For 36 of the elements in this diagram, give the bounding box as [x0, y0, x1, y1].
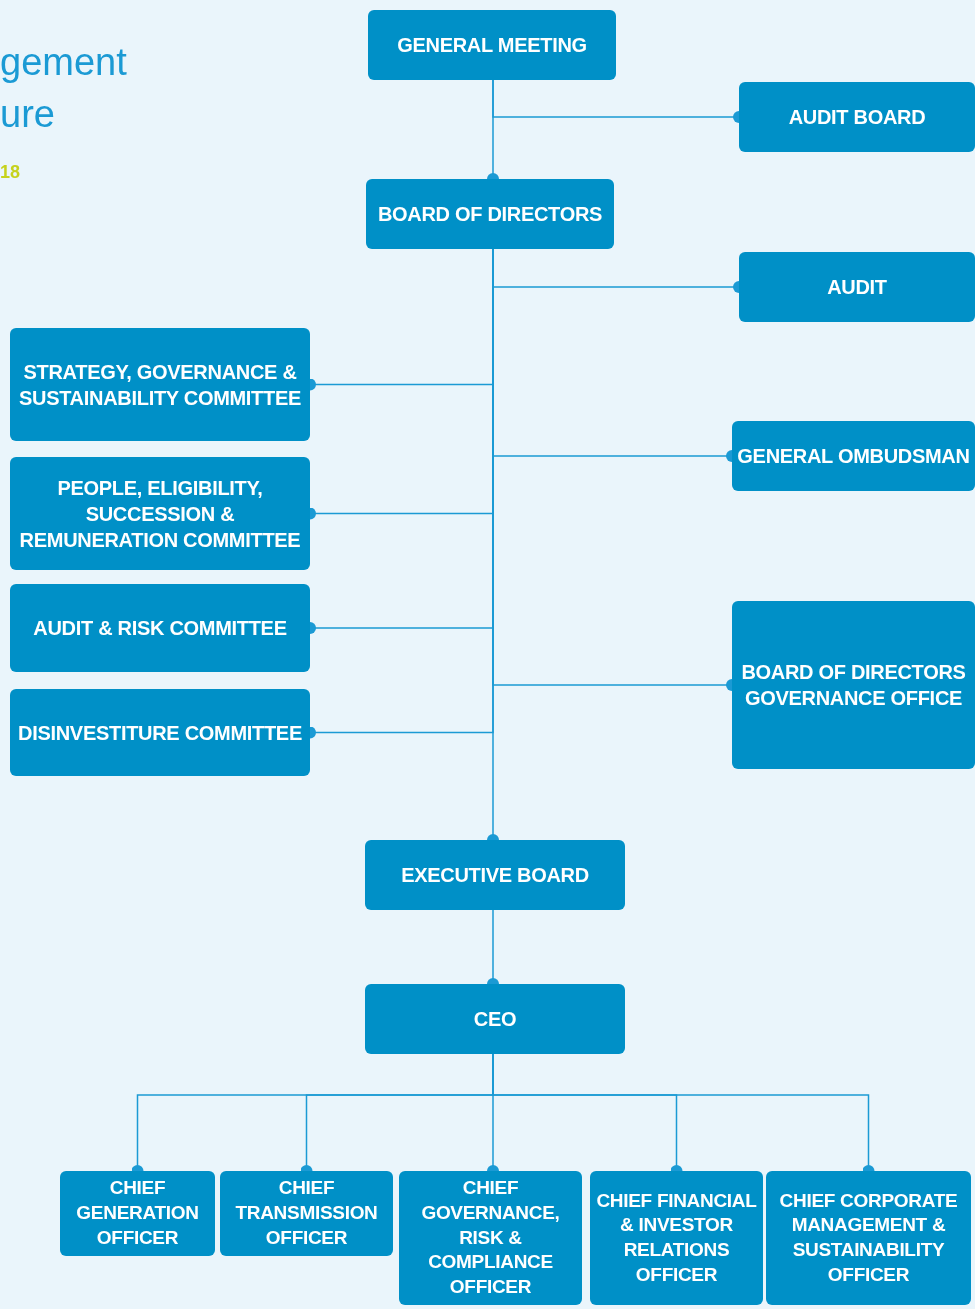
box-label: BOARD OF DIRECTORS GOVERNANCE OFFICE [740, 660, 967, 711]
box-label: DISINVESTITURE COMMITTEE [18, 720, 302, 746]
box-label: CHIEF CORPORATE MANAGEMENT & SUSTAINABILITY OFFICER [778, 1188, 959, 1287]
org-box [368, 10, 616, 80]
box-label: EXECUTIVE BOARD [401, 863, 589, 888]
org-box [10, 584, 310, 672]
box-label: AUDIT [827, 275, 887, 300]
org-box [739, 82, 975, 152]
box-label: STRATEGY, GOVERNANCE & SUSTAINABILITY COMMITTEE [17, 359, 303, 411]
org-box [220, 1171, 393, 1256]
box-label: CEO [473, 1007, 517, 1032]
box-label: GENERAL MEETING [397, 33, 587, 58]
box-label: CHIEF TRANSMISSION OFFICER [234, 1176, 379, 1250]
org-box [732, 421, 975, 491]
org-box [365, 984, 625, 1054]
org-box [590, 1171, 763, 1305]
org-box [739, 252, 975, 322]
org-box [365, 840, 625, 910]
box-label: GENERAL OMBUDSMAN [737, 444, 970, 469]
box-label: BOARD OF DIRECTORS [377, 202, 603, 227]
box-label: PEOPLE, ELIGIBILITY, SUCCESSION & REMUNERATION COMMITTEE [18, 475, 302, 553]
org-box [399, 1171, 582, 1305]
box-label: CHIEF GENERATION OFFICER [75, 1176, 200, 1250]
org-box [10, 457, 310, 570]
org-box [60, 1171, 215, 1256]
box-label: CHIEF GOVERNANCE, RISK & COMPLIANCE OFFICER [420, 1176, 561, 1300]
org-box [366, 179, 614, 249]
heading: gement ure [0, 40, 128, 137]
box-label: CHIEF FINANCIAL & INVESTOR RELATIONS OFFICER [595, 1188, 758, 1287]
org-box [10, 328, 310, 441]
box-label: AUDIT BOARD [788, 105, 926, 130]
org-box [766, 1171, 971, 1305]
box-label: AUDIT & RISK COMMITTEE [33, 616, 287, 641]
org-box [10, 689, 310, 776]
year-label: 18 [0, 162, 21, 183]
org-box [732, 601, 975, 769]
